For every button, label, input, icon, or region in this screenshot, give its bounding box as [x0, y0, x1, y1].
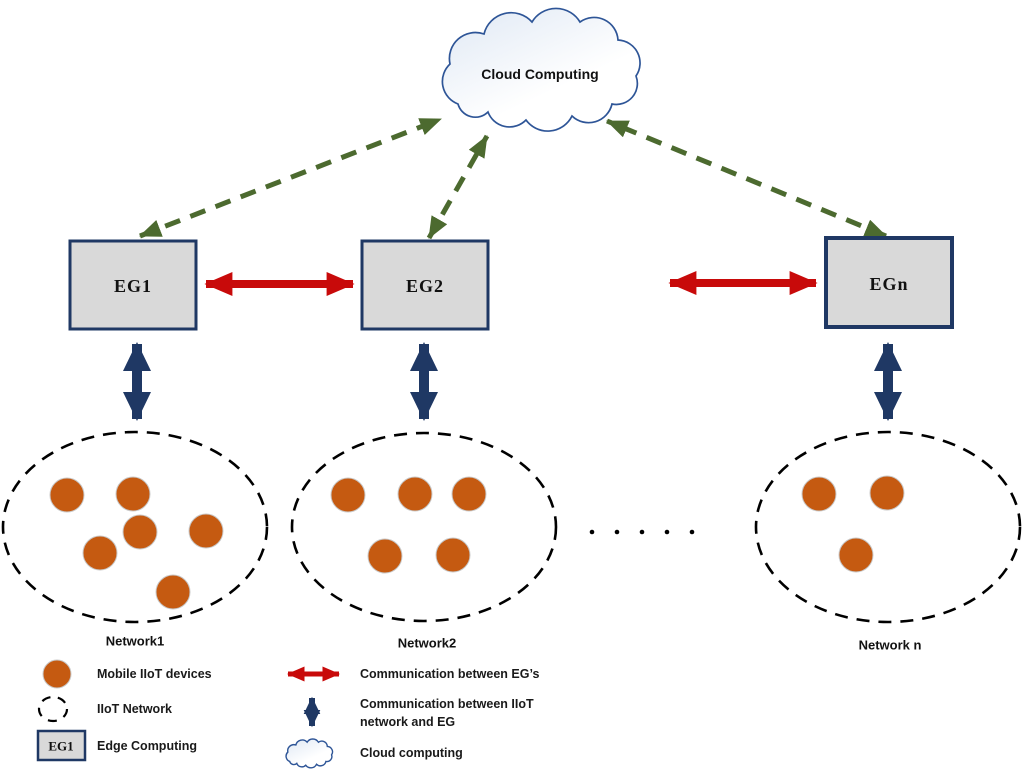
- network2-label: Network2: [398, 636, 457, 651]
- legend-edge-computing-label: Edge Computing: [97, 739, 197, 753]
- continuation-dots: [589, 529, 695, 535]
- legend-cloud-swatch: [285, 738, 334, 769]
- cloud-computing-node: Cloud Computing: [441, 7, 641, 132]
- iiot-device-dot: [115, 476, 151, 512]
- eg1-node: EG1: [68, 239, 198, 331]
- legend: Mobile IIoT devices IIoT Network EG1 Edg…: [36, 659, 539, 769]
- legend-eg-box-swatch: [36, 729, 87, 762]
- network1-label: Network1: [106, 634, 165, 649]
- iiot-device-dot: [155, 574, 191, 610]
- legend-orange-circle-swatch: [42, 659, 72, 689]
- legend-network-eg-communication-label-line2: network and EG: [360, 715, 455, 729]
- eg2-node: EG2: [360, 239, 490, 331]
- iiot-device-dot: [869, 475, 905, 511]
- iiot-device-dot: [801, 476, 837, 512]
- legend-dashed-ellipse-swatch: [37, 695, 69, 723]
- network2-boundary: [290, 431, 558, 623]
- eg1-label: EG1: [114, 276, 152, 296]
- iiot-device-dot: [122, 514, 158, 550]
- egn-box: [824, 236, 954, 329]
- egn-node: EGn: [824, 236, 954, 329]
- iiot-device-dot: [49, 477, 85, 513]
- networkn-group: Network n: [754, 430, 1022, 653]
- link-eg1-cloud: [139, 116, 442, 239]
- egn-label: EGn: [869, 274, 908, 294]
- ellipsis-dot: [614, 529, 620, 535]
- legend-eg-box-swatch-label: EG1: [48, 739, 73, 754]
- cloud-label: Cloud Computing: [481, 66, 598, 82]
- iiot-device-dot: [435, 537, 471, 573]
- ellipsis-dot: [639, 529, 645, 535]
- legend-mobile-devices-label: Mobile IIoT devices: [97, 667, 212, 681]
- iiot-device-dot: [367, 538, 403, 574]
- eg2-label: EG2: [406, 276, 444, 296]
- legend-cloud-computing-label: Cloud computing: [360, 746, 463, 760]
- link-eg2-cloud: [426, 134, 490, 240]
- link-egn-cloud: [606, 118, 887, 239]
- iiot-device-dot: [188, 513, 224, 549]
- legend-eg-communication-label: Communication between EG’s: [360, 667, 539, 681]
- eg2-box: [360, 239, 490, 331]
- eg1-box: [68, 239, 198, 331]
- ellipsis-dot: [664, 529, 670, 535]
- iiot-device-dot: [82, 535, 118, 571]
- ellipsis-dot: [589, 529, 595, 535]
- legend-network-eg-communication-label-line1: Communication between IIoT: [360, 697, 534, 711]
- network2-group: Network2: [290, 431, 558, 651]
- iiot-device-dot: [451, 476, 487, 512]
- networkn-label: Network n: [859, 638, 922, 653]
- networkn-boundary: [754, 430, 1022, 624]
- legend-iiot-network-label: IIoT Network: [97, 702, 172, 716]
- iiot-device-dot: [330, 477, 366, 513]
- ellipsis-dot: [689, 529, 695, 535]
- network1-group: Network1: [1, 430, 269, 649]
- iiot-device-dot: [397, 476, 433, 512]
- iiot-device-dot: [838, 537, 874, 573]
